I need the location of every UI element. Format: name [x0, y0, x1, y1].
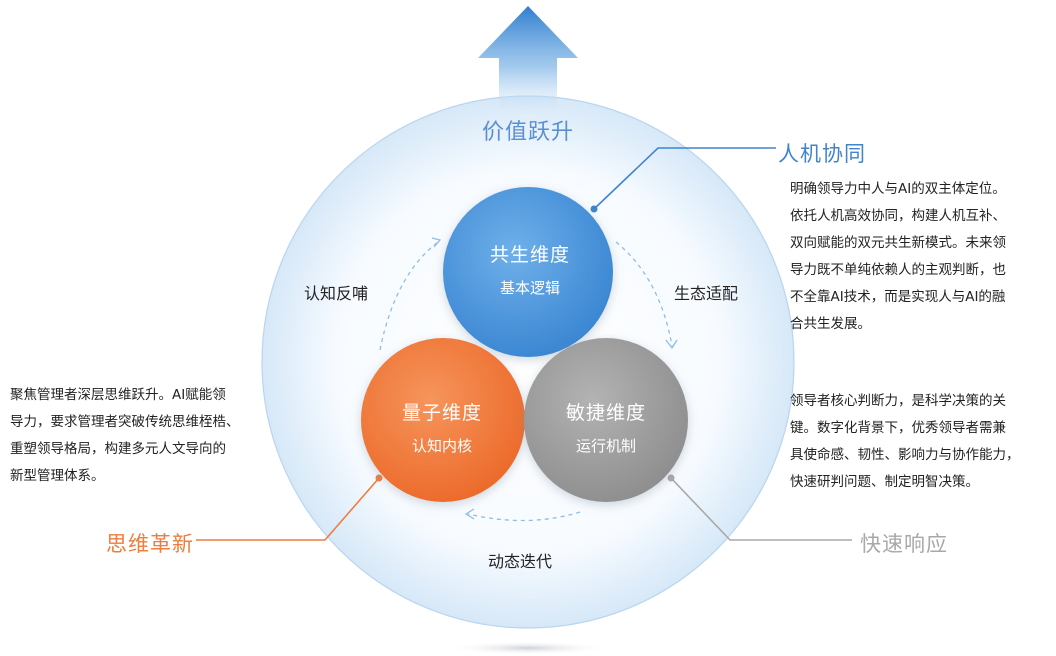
arc-label-feedback: 认知反哺: [304, 284, 369, 303]
callout-title-collab: 人机协同: [778, 142, 866, 166]
circle-quantum-title: 量子维度: [401, 402, 482, 424]
arc-label-iterate: 动态迭代: [488, 552, 553, 571]
arc-iterate-arrowhead-icon: [464, 508, 475, 520]
circle-symbiosis: [443, 187, 613, 357]
circle-agile-subtitle: 运行机制: [575, 437, 636, 455]
circle-quantum-text: 量子维度 认知内核: [362, 398, 522, 456]
circle-symbiosis-title: 共生维度: [489, 244, 570, 266]
circle-agile-text: 敏捷维度 运行机制: [526, 398, 686, 456]
callout-title-response: 快速响应: [860, 532, 948, 556]
arc-iterate-line: [467, 511, 581, 522]
connector-collab: [593, 147, 776, 210]
circle-agile: [524, 338, 688, 502]
callout-text-response: 领导者核心判断力，是科学决策的关 键。数字化背景下，优秀领导者需兼 具使命感、韧…: [790, 393, 1020, 490]
connector-response: [670, 477, 852, 541]
connector-innovate: [196, 477, 380, 541]
arc-adapt-arrowhead-icon: [665, 339, 678, 350]
callout-text-innovate: 聚焦管理者深层思维跃升。AI赋能领 导力，要求管理者突破传统思维桎梏、 重塑领导…: [10, 387, 240, 484]
value-leap-title: 价值跃升: [481, 120, 574, 145]
arc-adapt-line: [615, 241, 673, 347]
circle-quantum: [361, 338, 525, 502]
value-up-arrow-icon: [478, 6, 578, 118]
base-shadow: [446, 641, 610, 655]
arc-feedback-line: [379, 241, 439, 351]
connector-response-dot: [667, 474, 675, 482]
arc-feedback-arrowhead-icon: [431, 237, 442, 248]
circle-symbiosis-subtitle: 基本逻辑: [499, 279, 560, 297]
callout-title-innovate: 思维革新: [106, 532, 194, 556]
callout-text-collab: 明确领导力中人与AI的双主体定位。 依托人机高效协同，构建人机互补、 双向赋能的…: [790, 181, 1006, 332]
connector-innovate-dot: [375, 474, 383, 482]
circle-quantum-subtitle: 认知内核: [411, 437, 472, 455]
circle-agile-title: 敏捷维度: [565, 402, 646, 424]
connector-collab-dot: [590, 205, 598, 213]
circle-symbiosis-text: 共生维度 基本逻辑: [450, 240, 610, 298]
arc-label-adapt: 生态适配: [674, 284, 739, 303]
